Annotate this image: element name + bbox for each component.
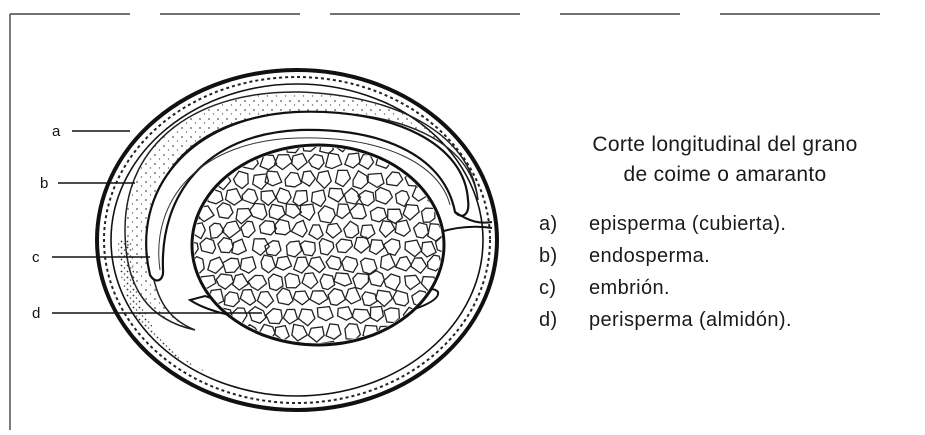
caption-title-line-1: Corte longitudinal del grano (525, 130, 925, 160)
legend-key: a) (539, 208, 589, 240)
legend-key: b) (539, 240, 589, 272)
pointer-a: a (52, 123, 130, 140)
legend-text: embrión. (589, 272, 670, 304)
legend-item-b: b) endosperma. (539, 240, 925, 272)
legend-text: endosperma. (589, 240, 710, 272)
pointer-label-a: a (52, 123, 61, 140)
caption-title-line-2: de coime o amaranto (525, 160, 925, 190)
legend-text: episperma (cubierta). (589, 208, 786, 240)
pointer-label-b: b (40, 175, 48, 192)
pointer-label-c: c (32, 249, 40, 266)
caption: Corte longitudinal del grano de coime o … (525, 130, 925, 336)
legend-key: d) (539, 304, 589, 336)
legend-item-c: c) embrión. (539, 272, 925, 304)
pointer-label-d: d (32, 305, 40, 322)
legend-item-d: d) perisperma (almidón). (539, 304, 925, 336)
legend-item-a: a) episperma (cubierta). (539, 208, 925, 240)
legend-text: perisperma (almidón). (589, 304, 792, 336)
legend-list: a) episperma (cubierta). b) endosperma. … (539, 208, 925, 336)
legend-key: c) (539, 272, 589, 304)
